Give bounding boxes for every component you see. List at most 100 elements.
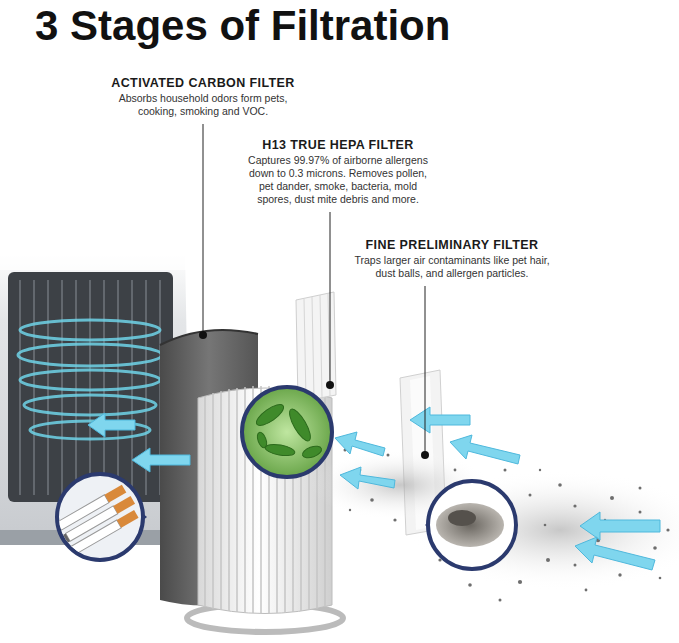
airflow-swirl: [20, 320, 160, 340]
dust-cloud: [639, 511, 642, 514]
leader-dot: [326, 381, 334, 389]
bacteria-inset: [253, 401, 323, 460]
cigarette-inset: [62, 548, 73, 560]
dust-inset: [436, 503, 504, 547]
hepa-sheet: [320, 295, 322, 397]
hepa-filter: [236, 388, 238, 612]
hepa-filter: [220, 391, 222, 610]
purifier-body: [0, 240, 198, 270]
cigarette-inset: [50, 522, 61, 534]
dust-cloud: [499, 599, 502, 602]
hepa-filter: [187, 386, 343, 632]
hepa-sheet: [304, 293, 330, 400]
dust-cloud: [310, 449, 679, 602]
dust-cloud: [585, 589, 588, 592]
purifier-body: [20, 280, 21, 495]
bacteria-inset: [240, 387, 332, 477]
cigarette-inset: [48, 484, 142, 560]
bacteria-inset: [286, 406, 314, 443]
dust-cloud: [544, 524, 547, 527]
dust-cloud: [410, 470, 679, 590]
airflow-arrow: [132, 448, 190, 472]
dust-cloud: [659, 577, 662, 580]
airflow-arrow: [450, 435, 520, 464]
airflow-swirl: [24, 395, 156, 415]
airflow-arrow: [88, 407, 660, 570]
cigarette-inset: [59, 533, 70, 545]
bacteria-inset: [301, 444, 323, 460]
dust-cloud: [344, 449, 670, 602]
cigarette-inset: [117, 510, 139, 528]
airflow-swirl: [20, 370, 160, 390]
cigarette-inset: [104, 485, 126, 503]
airflow-arrow: [410, 407, 470, 433]
dust-cloud: [610, 496, 614, 500]
bacteria-inset: [256, 431, 269, 449]
hepa-sheet: [312, 297, 314, 399]
airflow-swirl: [18, 344, 162, 366]
callout-text: Traps larger air contaminants like pet h…: [354, 254, 550, 280]
leader-dot: [199, 331, 207, 339]
callout-text: Captures 99.97% of airborne allergens do…: [244, 154, 432, 206]
hepa-filter: [198, 388, 332, 614]
dust-cloud: [574, 564, 577, 567]
dust-inset: [448, 510, 476, 526]
dust-cloud: [518, 580, 522, 584]
hepa-filter: [228, 389, 230, 611]
leader-line: [425, 286, 426, 455]
callout-heading: ACTIVATED CARBON FILTER: [88, 76, 318, 91]
dust-cloud: [558, 483, 562, 487]
dust-cloud: [370, 498, 374, 502]
airflow-arrow: [335, 432, 385, 456]
airflow-arrow: [88, 413, 135, 437]
dust-cloud: [546, 558, 550, 562]
purifier-body: [118, 280, 119, 495]
dust-cloud: [393, 518, 396, 521]
dust-cloud: [666, 528, 669, 531]
dust-cloud: [618, 573, 621, 576]
purifier-body: [76, 280, 77, 495]
dust-cloud: [349, 509, 351, 511]
purifier-body: [104, 280, 105, 495]
dust-cloud: [529, 494, 532, 497]
purifier-body: [90, 280, 91, 495]
cigarette-inset: [48, 484, 142, 560]
leader-dot: [421, 451, 429, 459]
hepa-filter: [212, 393, 214, 609]
cigarette-inset: [57, 474, 143, 560]
title: 3 Stages of Filtration: [35, 2, 450, 50]
airflow-arrow: [340, 467, 395, 489]
airflow-arrow: [575, 537, 655, 570]
cigarette-inset: [69, 520, 121, 555]
hepa-sheet: [304, 299, 306, 400]
dust-inset: [428, 481, 516, 569]
dust-cloud: [504, 469, 507, 472]
callout-heading: FINE PRELIMINARY FILTER: [337, 238, 567, 253]
bacteria-inset: [242, 387, 332, 477]
leader-line: [330, 212, 331, 385]
callout-text: Absorbs household odors form pets, cooki…: [101, 92, 306, 118]
dust-cloud: [653, 546, 657, 550]
cigarette-inset: [113, 496, 135, 514]
dust-cloud: [639, 487, 642, 490]
dust-cloud: [539, 469, 541, 471]
cigarette-inset: [48, 474, 147, 560]
dust-inset: [425, 481, 516, 569]
dust-cloud: [573, 504, 576, 507]
dust-inset: [436, 503, 504, 547]
carbon-filter: [160, 330, 258, 345]
airflow-swirl: [18, 320, 162, 439]
bacteria-inset: [253, 401, 286, 429]
airflow-arrow: [580, 512, 660, 540]
leader-dot: [199, 331, 429, 459]
dust-cloud: [468, 583, 472, 587]
dust-cloud: [454, 469, 457, 472]
bacteria-inset: [264, 442, 295, 457]
callout-heading: H13 TRUE HEPA FILTER: [223, 138, 453, 153]
dust-cloud: [387, 454, 390, 457]
purifier-body: [62, 280, 63, 495]
leader-line: [203, 124, 204, 335]
hepa-filter: [204, 396, 206, 607]
